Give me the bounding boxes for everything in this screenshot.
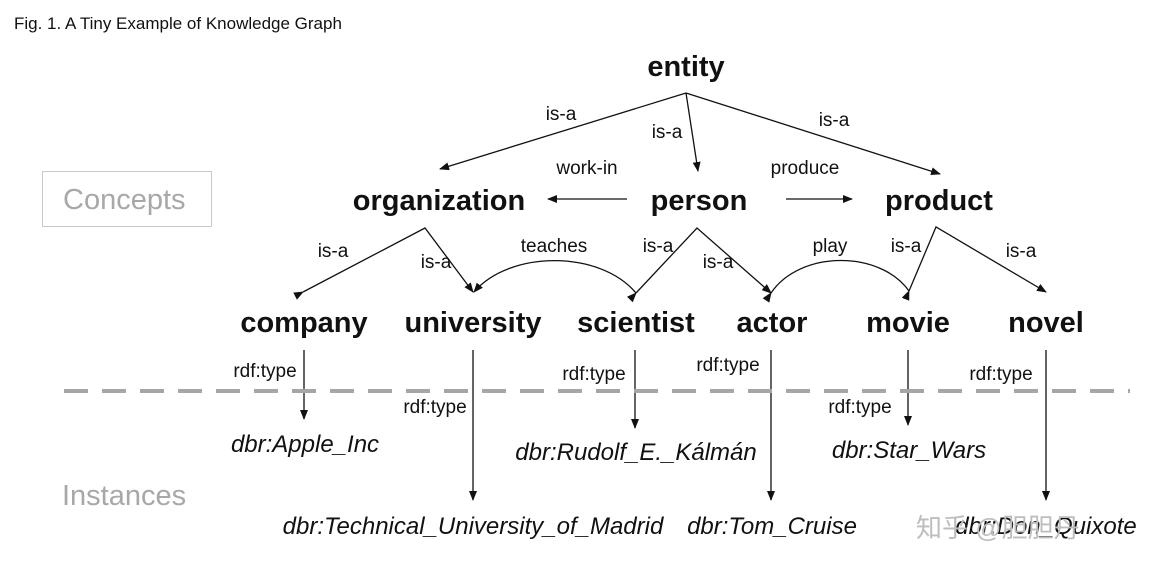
label-is-a: is-a	[818, 110, 850, 131]
label-produce: produce	[770, 158, 840, 179]
node-movie: movie	[866, 307, 950, 339]
instance-don-quixote: dbr:Don_Quixote	[955, 513, 1137, 540]
concepts-label: Concepts	[63, 184, 186, 216]
instance-apple-inc: dbr:Apple_Inc	[230, 431, 380, 458]
label-rdf-type: rdf:type	[562, 364, 626, 385]
edge-entity-organization	[439, 92, 687, 171]
label-is-a: is-a	[545, 104, 577, 125]
node-scientist: scientist	[577, 307, 695, 339]
label-rdf-type: rdf:type	[828, 397, 892, 418]
label-is-a: is-a	[317, 241, 349, 262]
edge-entity-person	[685, 92, 701, 172]
instance-tom-cruise: dbr:Tom_Cruise	[687, 513, 857, 540]
node-person: person	[650, 185, 748, 217]
edge-teaches	[473, 260, 637, 294]
node-actor: actor	[736, 307, 808, 339]
label-teaches: teaches	[520, 236, 588, 257]
node-novel: novel	[1008, 307, 1084, 339]
label-is-a: is-a	[420, 252, 452, 273]
label-play: play	[812, 236, 848, 257]
edge-entity-product	[685, 92, 941, 176]
label-rdf-type: rdf:type	[969, 364, 1033, 385]
node-entity: entity	[647, 51, 725, 83]
instance-star-wars: dbr:Star_Wars	[831, 437, 987, 464]
figure-caption: Fig. 1. A Tiny Example of Knowledge Grap…	[14, 14, 342, 33]
label-is-a: is-a	[890, 236, 922, 257]
node-product: product	[885, 185, 993, 217]
instances-label: Instances	[62, 480, 187, 512]
node-university: university	[404, 307, 542, 339]
edge-company-organization	[293, 227, 474, 300]
label-work-in: work-in	[556, 158, 618, 179]
instance-rudolf-kalman: dbr:Rudolf_E._Kálmán	[515, 439, 757, 466]
label-rdf-type: rdf:type	[403, 397, 467, 418]
label-is-a: is-a	[651, 122, 683, 143]
node-organization: organization	[352, 185, 526, 217]
node-company: company	[240, 307, 368, 339]
watermark: 知乎 @胆胆丹	[916, 513, 1080, 543]
edge-play	[762, 259, 910, 303]
label-is-a: is-a	[1005, 241, 1037, 262]
instance-technical-university-of-madrid: dbr:Technical_University_of_Madrid	[282, 513, 664, 540]
label-is-a: is-a	[702, 252, 734, 273]
edge-movie-product	[901, 226, 1047, 301]
label-rdf-type: rdf:type	[696, 355, 760, 376]
label-rdf-type: rdf:type	[233, 361, 297, 382]
concepts-section-box: Concepts	[42, 171, 212, 227]
label-is-a: is-a	[642, 236, 674, 257]
edge-scientist-person	[626, 227, 772, 303]
